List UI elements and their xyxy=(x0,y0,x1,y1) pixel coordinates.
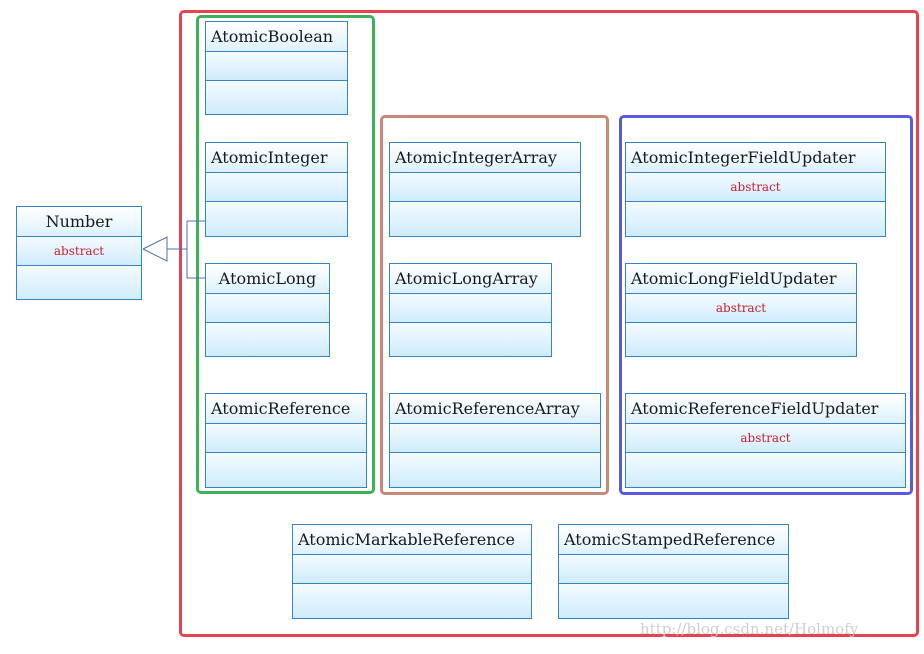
class-atomic-integer-array: AtomicIntegerArray xyxy=(389,142,581,237)
atomic-package-outline xyxy=(179,10,919,637)
class-methods-section xyxy=(293,584,531,618)
class-stereotype: abstract xyxy=(17,237,141,266)
class-name: AtomicInteger xyxy=(206,143,347,173)
class-name: AtomicReferenceFieldUpdater xyxy=(626,394,905,424)
class-fields-section xyxy=(206,294,329,323)
class-stereotype: abstract xyxy=(626,424,905,453)
class-fields-section xyxy=(559,555,788,584)
class-atomic-long-array: AtomicLongArray xyxy=(389,263,552,357)
class-methods-section xyxy=(626,323,856,356)
class-fields-section xyxy=(206,173,347,202)
class-methods-section xyxy=(390,323,551,356)
class-name: Number xyxy=(17,207,141,237)
class-fields-section xyxy=(206,424,366,453)
class-atomic-reference-array: AtomicReferenceArray xyxy=(389,393,601,488)
class-stereotype: abstract xyxy=(626,294,856,323)
class-atomic-boolean: AtomicBoolean xyxy=(205,21,348,115)
class-methods-section xyxy=(626,453,905,487)
class-atomic-integer: AtomicInteger xyxy=(205,142,348,237)
class-methods-section xyxy=(206,453,366,487)
class-atomic-reference: AtomicReference xyxy=(205,393,367,488)
class-methods-section xyxy=(559,584,788,618)
class-name: AtomicBoolean xyxy=(206,22,347,52)
class-atomic-markable-reference: AtomicMarkableReference xyxy=(292,524,532,619)
class-atomic-reference-field-updater: AtomicReferenceFieldUpdater abstract xyxy=(625,393,906,488)
field-updaters-group xyxy=(619,115,913,495)
class-name: AtomicIntegerArray xyxy=(390,143,580,173)
class-methods-section xyxy=(390,202,580,236)
class-methods-section xyxy=(17,266,141,299)
class-methods-section xyxy=(206,81,347,114)
class-atomic-long: AtomicLong xyxy=(205,263,330,357)
class-name: AtomicIntegerFieldUpdater xyxy=(626,143,885,173)
class-methods-section xyxy=(390,453,600,487)
class-name: AtomicLongFieldUpdater xyxy=(626,264,856,294)
class-atomic-integer-field-updater: AtomicIntegerFieldUpdater abstract xyxy=(625,142,886,237)
class-name: AtomicLongArray xyxy=(390,264,551,294)
class-name: AtomicLong xyxy=(206,264,329,294)
scalar-atomics-group xyxy=(196,15,375,494)
class-name: AtomicReferenceArray xyxy=(390,394,600,424)
class-fields-section xyxy=(206,52,347,81)
class-fields-section xyxy=(390,173,580,202)
watermark-text: http://blog.csdn.net/Holmofy xyxy=(640,620,859,638)
class-methods-section xyxy=(206,202,347,236)
class-methods-section xyxy=(626,202,885,236)
class-name: AtomicReference xyxy=(206,394,366,424)
class-name: AtomicStampedReference xyxy=(559,525,788,555)
class-atomic-stamped-reference: AtomicStampedReference xyxy=(558,524,789,619)
class-fields-section xyxy=(390,294,551,323)
class-stereotype: abstract xyxy=(626,173,885,202)
class-methods-section xyxy=(206,323,329,356)
array-atomics-group xyxy=(380,115,609,495)
generalization-arrowhead xyxy=(142,236,168,262)
class-fields-section xyxy=(390,424,600,453)
class-name: AtomicMarkableReference xyxy=(293,525,531,555)
class-fields-section xyxy=(293,555,531,584)
class-number: Number abstract xyxy=(16,206,142,300)
class-atomic-long-field-updater: AtomicLongFieldUpdater abstract xyxy=(625,263,857,357)
